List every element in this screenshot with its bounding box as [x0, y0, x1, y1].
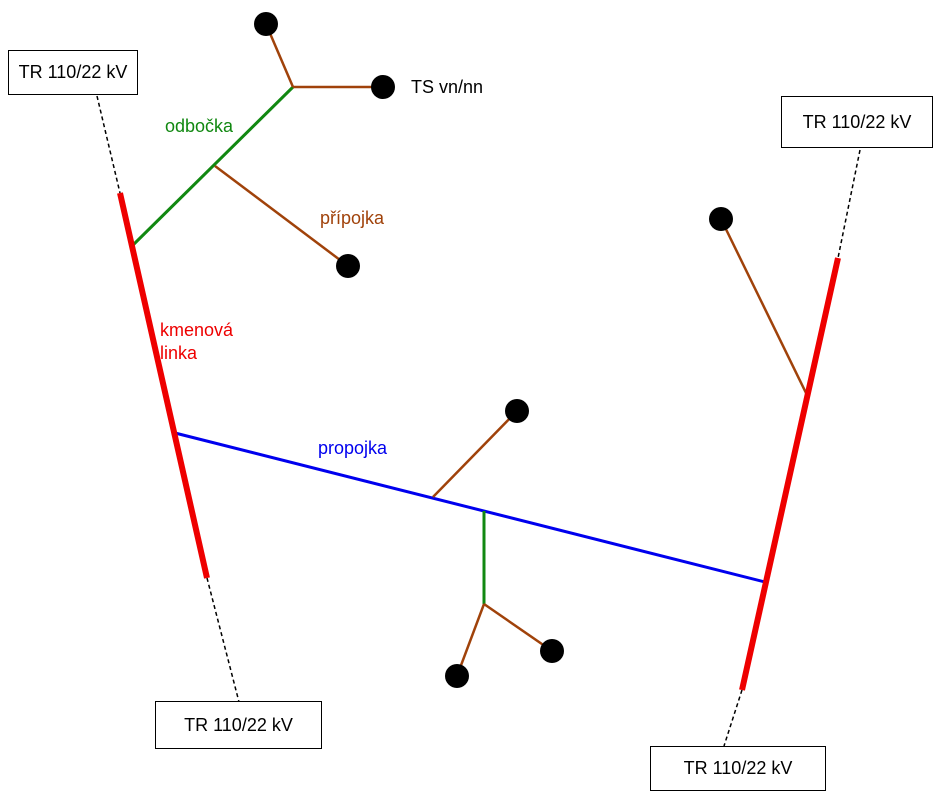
feed-line-top-left [96, 95, 121, 194]
station-node [709, 207, 733, 231]
station-node [336, 254, 360, 278]
station-node [445, 664, 469, 688]
station-node [505, 399, 529, 423]
trunk-label-line2: linka [160, 343, 198, 363]
branch-line-top [131, 85, 295, 247]
station-node [254, 12, 278, 36]
feed-line-bottom-right [723, 689, 743, 747]
substation-box-top-right: TR 110/22 kV [781, 96, 933, 148]
substation-box-bottom-left: TR 110/22 kV [155, 701, 322, 749]
trunk-line-left [117, 192, 210, 579]
station-label: TS vn/nn [411, 77, 484, 97]
station-node [371, 75, 395, 99]
service-line [483, 602, 553, 653]
service-line [455, 603, 486, 677]
feed-line-bottom-left [206, 577, 240, 703]
service-line [432, 410, 518, 498]
feed-line-top-right [837, 149, 861, 259]
service-line [719, 218, 809, 396]
service-line [214, 165, 349, 267]
interconnect-label: propojka [318, 438, 388, 458]
branch-label: odbočka [165, 116, 234, 136]
interconnect-line [174, 431, 766, 584]
substation-box-top-left: TR 110/22 kV [8, 50, 138, 95]
substation-box-bottom-right: TR 110/22 kV [650, 746, 826, 791]
trunk-line-right [739, 257, 841, 691]
station-node [540, 639, 564, 663]
trunk-label-line1: kmenová [160, 320, 234, 340]
service-label: přípojka [320, 208, 385, 228]
